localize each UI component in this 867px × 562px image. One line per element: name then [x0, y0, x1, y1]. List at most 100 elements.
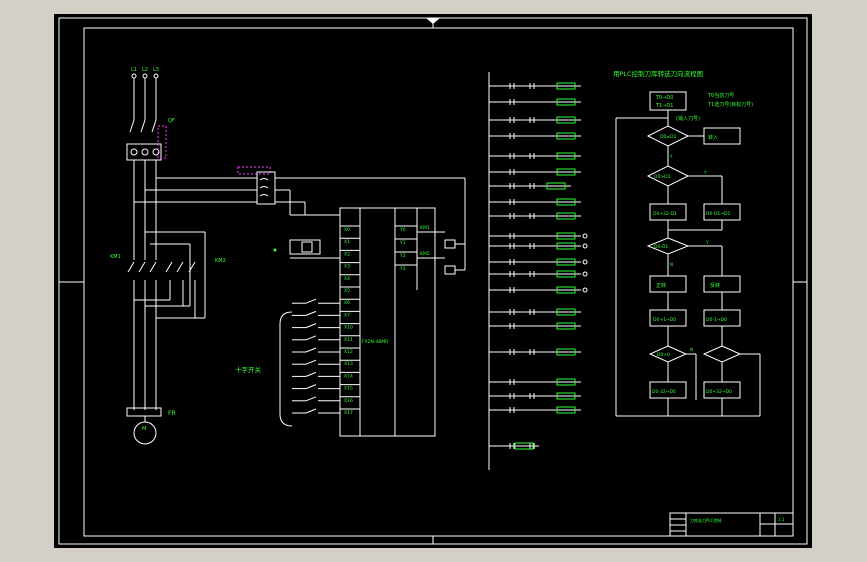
flow-process-7: D0-1→D0: [706, 317, 727, 323]
thermal-relay-label: FR: [168, 410, 176, 417]
output-coil-1: KM1: [420, 225, 430, 231]
ladder-rung: [489, 270, 588, 278]
ladder-rung: [489, 182, 571, 190]
ladder-rung: [489, 152, 581, 160]
sheet-background: [54, 14, 812, 548]
ladder-rung: [489, 232, 588, 240]
flow-note-2: T1选刀号(目标刀号): [707, 101, 753, 108]
ladder-rung: [489, 242, 588, 250]
plc-input-label: X16: [344, 398, 353, 404]
plc-input-label: X4: [344, 276, 350, 282]
branch-n-1: N: [670, 262, 673, 267]
plc-body: [339, 207, 436, 437]
ladder-rung: [489, 322, 581, 330]
ladder-rung: [489, 258, 588, 266]
flow-process-1: 转入: [708, 134, 718, 141]
phase-label-3: L3: [153, 67, 159, 73]
plc-output-label: Y3: [399, 266, 406, 272]
flow-init-1: T0→D0: [655, 95, 673, 101]
title-block-name: 刀库选刀PLC控制: [690, 517, 721, 523]
flow-decision-2: D0>D1: [654, 174, 671, 180]
ladder-rung: [489, 116, 581, 124]
branch-n-2: N: [690, 347, 693, 352]
ladder-rung: [489, 392, 581, 400]
plc-input-label: X5: [344, 288, 350, 294]
plc-input-label: X0: [344, 227, 350, 233]
flow-process-4: 正转: [656, 282, 666, 289]
plc-input-label: X17: [344, 410, 353, 416]
plc-input-label: X1: [344, 239, 350, 245]
plc-input-terminal: X15: [292, 384, 360, 392]
motor-symbol: [133, 421, 157, 445]
contactor-label-2: KM2: [215, 258, 226, 264]
flow-process-6: D0+1→D0: [653, 317, 676, 323]
plc-input-label: X3: [344, 264, 350, 270]
plc-input-terminal: X13: [292, 359, 360, 367]
ladder-rung: [489, 308, 581, 316]
ladder-rung: [489, 132, 581, 140]
flow-process-5: 反转: [710, 282, 720, 289]
flow-process-2: D0+32-D1: [653, 211, 677, 217]
ladder-rung: [489, 286, 588, 294]
plc-input-terminal: X17: [292, 408, 360, 416]
plc-input-terminal: X2: [340, 249, 360, 257]
flow-decision-3: D0-D1: [654, 244, 668, 250]
plc-model: FX2N-48MR: [362, 339, 388, 345]
plc-input-terminal: X16: [292, 396, 360, 404]
plc-input-terminal: X7: [292, 310, 360, 318]
plc-input-terminal: X6: [292, 298, 360, 306]
plc-output-terminal: Y1: [395, 238, 417, 246]
branch-y-2: Y: [703, 170, 707, 175]
ladder-rung: [489, 378, 581, 386]
flow-decision-4: D0>0: [657, 352, 670, 358]
ladder-rung: [489, 442, 539, 450]
ladder-rung: [489, 168, 581, 176]
plc-input-terminal: X12: [292, 347, 360, 355]
plc-input-label: X2: [344, 251, 350, 257]
plc-input-label: X15: [344, 386, 353, 392]
flow-process-8: D0-32→D0: [652, 389, 676, 395]
flowchart-title: 用PLC控制刀库转选刀向流程图: [613, 69, 703, 78]
flow-process-9: D0+32→D0: [706, 389, 732, 395]
ladder-rung: [489, 82, 581, 90]
flow-note-1: T0当前刀号: [707, 92, 734, 99]
plc-input-terminal: X14: [292, 371, 360, 379]
flow-input-note: (输入刀号): [676, 115, 700, 122]
flow-process-3: D0-D1→D1: [706, 211, 731, 217]
ladder-rung: [489, 98, 581, 106]
title-block: 刀库选刀PLC控制 1:1: [669, 512, 794, 537]
plc-input-label: X13: [344, 361, 353, 367]
branch-y-1: Y: [669, 154, 673, 159]
plc-output-label: Y2: [399, 253, 406, 259]
plc-input-terminal: X0: [340, 225, 360, 233]
ladder-rung: [489, 198, 581, 206]
plc-output-label: Y1: [399, 240, 406, 246]
breaker-label: QF: [168, 118, 175, 124]
plc-output-terminal: Y3: [395, 264, 417, 272]
plc-input-label: X6: [344, 300, 350, 306]
plc-output-label: Y0: [399, 227, 406, 233]
flowchart: 用PLC控制刀库转选刀向流程图 T0当前刀号 T1选刀号(目标刀号) T0→D0…: [613, 69, 761, 417]
contactor-label-1: KM1: [110, 254, 121, 260]
ladder-rung: [489, 406, 581, 414]
ladder-rung: [489, 348, 581, 356]
plc-input-terminal: X1: [340, 237, 360, 245]
phase-label-2: L2: [142, 67, 148, 73]
plc-input-terminal: X10: [292, 323, 360, 331]
plc-input-label: X14: [344, 373, 353, 379]
phase-label-1: L1: [131, 67, 137, 73]
plc-input-terminal: X5: [340, 286, 360, 294]
plc-output-terminal: Y0: [395, 225, 417, 233]
plc-input-terminal: X4: [340, 274, 360, 282]
motor-letter: M: [142, 426, 146, 432]
title-block-scale: 1:1: [778, 517, 785, 522]
plc-input-terminal: X3: [340, 262, 360, 270]
plc-output-terminal: Y2: [395, 251, 417, 259]
plc-wiring: FX2N-48MR X0X1X2X3X4X5X6X7X10X11X12X13X1…: [230, 166, 466, 437]
plc-input-label: X12: [344, 349, 353, 355]
ladder-rung: [489, 212, 581, 220]
plc-input-label: X7: [344, 312, 350, 318]
ladder-diagram: [488, 72, 588, 470]
